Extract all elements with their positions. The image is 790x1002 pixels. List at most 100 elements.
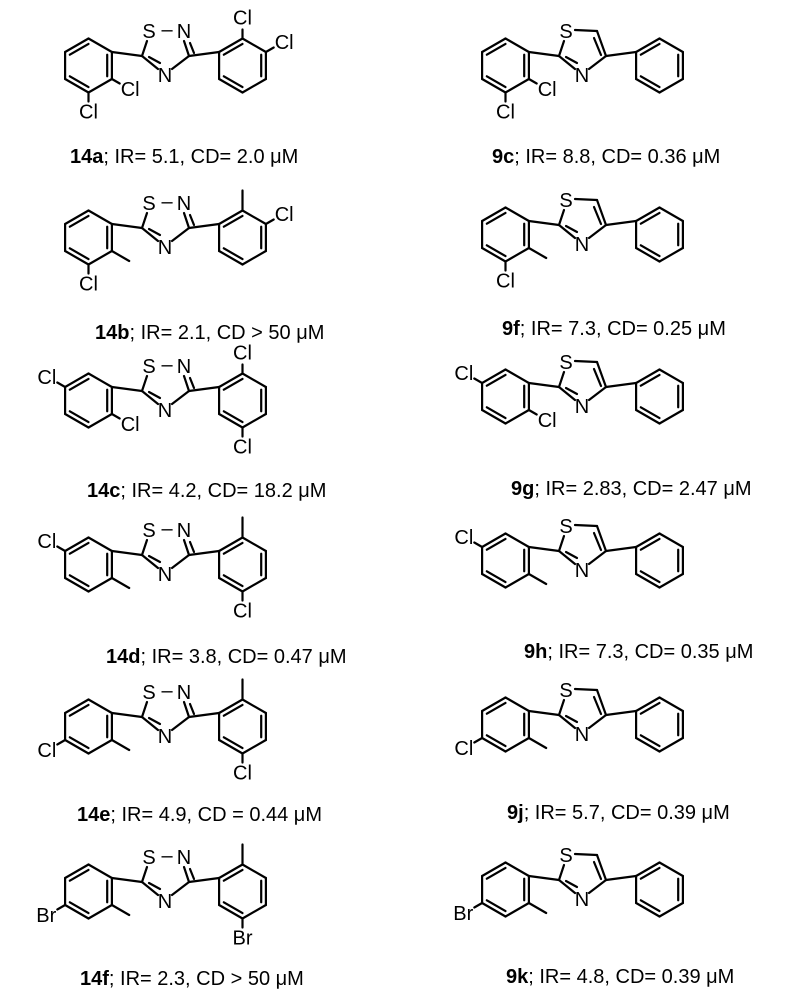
compound-id: 9c [492, 146, 515, 168]
caption-14e: 14e; IR= 4.9, CD = 0.44 μM [77, 804, 322, 827]
bond [87, 77, 114, 94]
atom-label: S [142, 193, 155, 215]
bond [140, 700, 149, 719]
atom-label: N [575, 65, 589, 87]
bond [63, 209, 90, 226]
caption-14d: 14d; IR= 3.8, CD= 0.47 μM [106, 646, 347, 669]
bond [604, 545, 638, 553]
bond [639, 899, 661, 913]
bond [481, 696, 507, 713]
bond [188, 41, 196, 55]
bond [504, 37, 531, 54]
atom-label: Cl [454, 738, 473, 760]
bond [140, 865, 149, 884]
bond [481, 572, 507, 589]
bond [634, 368, 661, 385]
compound-values: ; IR= 4.9, CD = 0.44 μM [110, 804, 322, 826]
bond [110, 385, 144, 393]
bond [658, 37, 685, 54]
bond [264, 218, 275, 226]
bond [639, 734, 661, 748]
caption-9c: 9c; IR= 8.8, CD= 0.36 μM [492, 146, 720, 169]
atom-label: S [559, 352, 572, 374]
bond [218, 738, 244, 755]
bond [527, 77, 538, 85]
bond [187, 876, 221, 884]
compound-values: ; IR= 5.1, CD= 2.0 μM [103, 146, 299, 168]
caption-9f: 9f; IR= 7.3, CD= 0.25 μM [502, 318, 726, 341]
bond [504, 736, 531, 753]
atom-label: N [158, 237, 172, 259]
bond [557, 223, 577, 240]
atom-label: Cl [233, 8, 252, 30]
bond [140, 538, 149, 557]
atom-label: Cl [37, 531, 56, 553]
bond [241, 698, 267, 715]
bond [587, 878, 608, 895]
bond [68, 42, 90, 56]
bond [587, 713, 608, 730]
atom-label: S [559, 680, 572, 702]
bond [481, 246, 507, 263]
bond [68, 703, 90, 717]
bond [481, 532, 507, 549]
bond [658, 861, 685, 878]
bond [527, 874, 561, 882]
bond [218, 863, 244, 880]
bond [527, 50, 561, 58]
bond [87, 698, 114, 715]
atom-label: Cl [275, 204, 294, 226]
atom-label: Cl [79, 274, 98, 296]
bond [110, 50, 144, 58]
bond [573, 197, 599, 202]
bond [634, 37, 661, 54]
bond [182, 700, 191, 719]
bond [485, 373, 507, 387]
atom-label: – [161, 680, 173, 702]
bond [241, 372, 267, 389]
atom-label: Cl [121, 79, 140, 101]
bond [639, 866, 661, 880]
caption-14a: 14a; IR= 5.1, CD= 2.0 μM [70, 146, 298, 169]
bond [170, 389, 191, 406]
atom-label: Cl [496, 102, 515, 124]
bond [658, 408, 685, 425]
compound-id: 9f [502, 318, 520, 340]
bond [527, 408, 538, 416]
caption-9k: 9k; IR= 4.8, CD= 0.39 μM [506, 966, 734, 989]
bond [170, 880, 191, 897]
bond [658, 206, 685, 223]
bond [634, 246, 661, 263]
bond [573, 359, 599, 364]
bond [504, 408, 531, 425]
bond [87, 249, 114, 266]
atom-label: Cl [79, 102, 98, 124]
atom-label: N [177, 847, 191, 869]
bond [473, 736, 484, 744]
compound-values: ; IR= 2.1, CD > 50 μM [129, 322, 325, 344]
atom-label: S [142, 520, 155, 542]
atom-label: N [575, 560, 589, 582]
bond [527, 246, 548, 260]
bond [147, 881, 162, 891]
bond [222, 214, 244, 228]
bond [222, 901, 244, 915]
atom-label: N [158, 65, 172, 87]
bond [188, 702, 196, 716]
atom-label: N [158, 400, 172, 422]
atom-label: N [575, 396, 589, 418]
caption-9h: 9h; IR= 7.3, CD= 0.35 μM [524, 641, 753, 664]
bond [87, 576, 114, 593]
bond [110, 576, 131, 590]
bond [557, 208, 566, 227]
bond [56, 738, 67, 746]
bond [485, 899, 507, 913]
bond [241, 863, 267, 880]
bond [170, 715, 191, 732]
bond [481, 736, 507, 753]
atom-label: – [161, 845, 173, 867]
bond [110, 876, 144, 884]
